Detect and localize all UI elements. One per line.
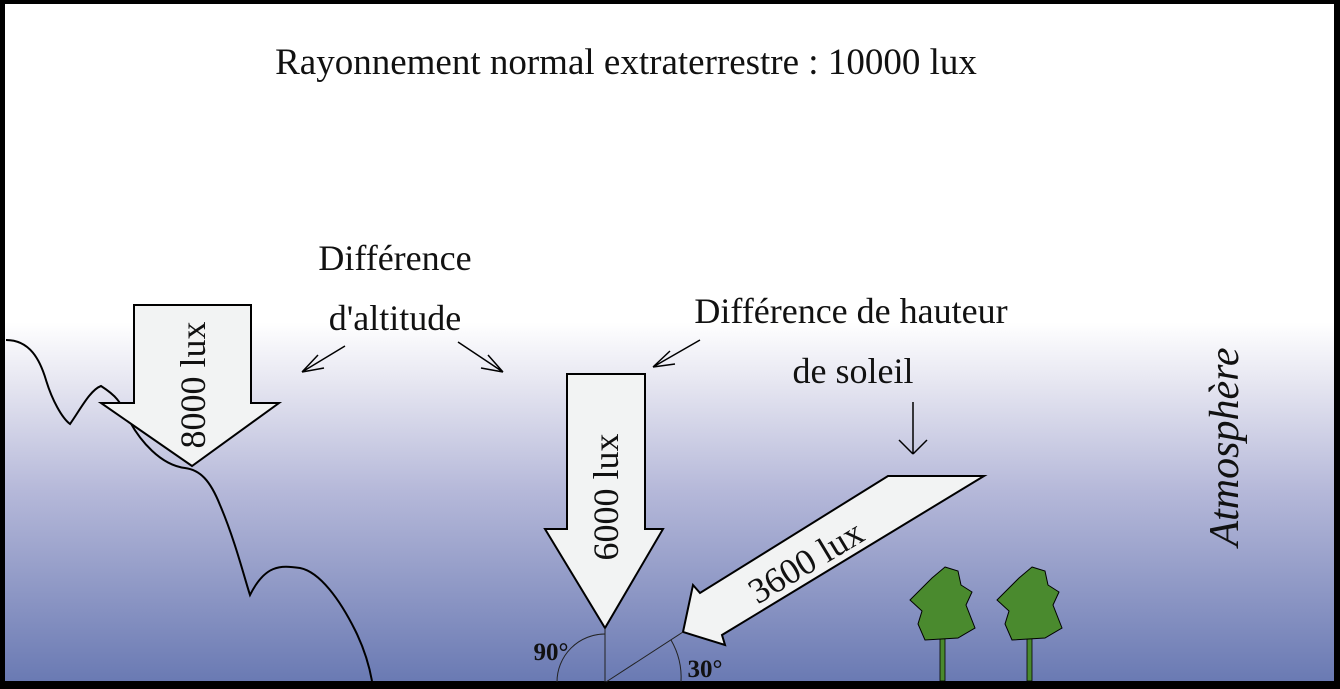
arrow-6000 xyxy=(543,373,665,630)
title: Rayonnement normal extraterrestre : 1000… xyxy=(275,42,977,83)
atmosphere-label: Atmosphère xyxy=(1202,347,1248,549)
angle-90-arc xyxy=(556,633,606,683)
angle-90-label: 90° xyxy=(534,639,569,666)
arrow-6000-label: 6000 lux xyxy=(586,433,626,560)
angle-30-label: 30° xyxy=(688,656,723,683)
tree-left xyxy=(909,566,976,682)
oblique-ray-line xyxy=(605,631,684,683)
altitude-label-line2: d'altitude xyxy=(329,298,461,338)
pointer-arrow-down-icon xyxy=(898,402,928,455)
pointer-arrow-sun-icon xyxy=(652,339,701,368)
pointer-arrow-left-icon xyxy=(301,345,346,373)
pointer-arrow-right-icon xyxy=(457,341,504,373)
arrow-3600 xyxy=(681,475,988,647)
sun-label-line1: Différence de hauteur xyxy=(694,291,1007,331)
angle-30-arc xyxy=(670,639,682,683)
altitude-label-line1: Différence xyxy=(318,238,471,278)
sun-label-line2: de soleil xyxy=(793,351,914,391)
arrow-8000 xyxy=(97,304,283,468)
tree-right xyxy=(996,566,1063,682)
mountain-outline xyxy=(5,339,373,682)
arrow-8000-label: 8000 lux xyxy=(173,321,213,448)
